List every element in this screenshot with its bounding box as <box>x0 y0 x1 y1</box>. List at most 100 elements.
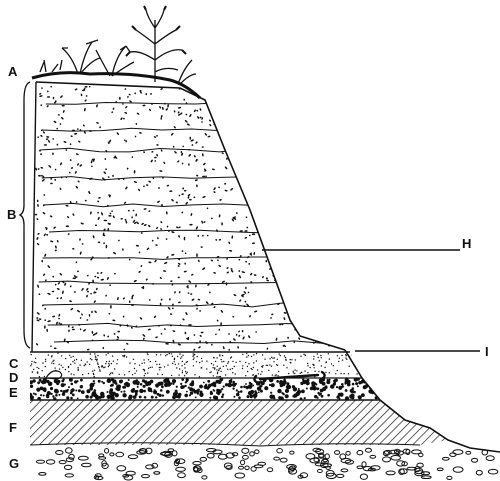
pebble <box>369 454 377 459</box>
sand-dot <box>276 119 279 122</box>
sand-dot <box>239 255 242 258</box>
sand-dot <box>177 111 180 114</box>
fine-sand-dot <box>253 362 255 364</box>
sand-dot <box>249 252 252 255</box>
sand-dot <box>238 275 241 279</box>
gravel-dot <box>116 384 120 389</box>
sand-dot <box>135 325 138 328</box>
sand-dot <box>177 106 182 109</box>
fine-sand-dot <box>178 374 180 376</box>
sand-dot <box>241 271 246 274</box>
sand-dot <box>257 130 261 133</box>
sand-dot <box>224 118 227 120</box>
fine-sand-dot <box>186 361 189 363</box>
gravel-dot <box>143 389 146 393</box>
sand-dot <box>50 85 53 88</box>
sand-dot <box>117 330 121 333</box>
gravel-dot <box>377 386 380 391</box>
sand-dot <box>84 99 87 102</box>
sand-dot <box>154 160 157 162</box>
sand-dot <box>108 214 112 217</box>
sand-dot <box>154 156 157 159</box>
gravel-dot <box>228 379 233 384</box>
gravel-dot <box>279 382 282 385</box>
sand-dot <box>36 199 39 203</box>
fine-sand-dot <box>87 372 90 375</box>
sand-dot <box>253 113 257 116</box>
gravel-dot <box>53 379 58 384</box>
sand-dot <box>291 151 294 154</box>
sand-dot <box>96 122 99 124</box>
sand-dot <box>78 140 81 143</box>
sand-dot <box>95 287 98 291</box>
fine-sand-dot <box>180 357 182 359</box>
sand-dot <box>59 123 62 125</box>
sand-dot <box>308 101 313 104</box>
sand-dot <box>189 113 192 118</box>
sand-dot <box>218 104 222 107</box>
fine-sand-dot <box>185 361 187 363</box>
fine-sand-dot <box>316 353 318 355</box>
sand-dot <box>86 294 88 298</box>
sand-dot <box>205 301 209 305</box>
sand-dot <box>79 317 82 319</box>
fine-sand-dot <box>158 363 161 365</box>
fine-sand-dot <box>116 359 119 361</box>
sand-dot <box>202 234 204 237</box>
sand-dot <box>187 336 190 341</box>
fine-sand-dot <box>118 373 120 375</box>
sand-dot <box>58 317 60 320</box>
sand-dot <box>67 216 70 219</box>
fine-sand-dot <box>253 354 255 356</box>
sand-dot <box>185 312 188 316</box>
sand-dot <box>304 220 307 223</box>
pebble <box>361 461 367 468</box>
sand-dot <box>246 89 249 91</box>
pebble <box>160 451 171 456</box>
fine-sand-dot <box>95 356 97 359</box>
fine-sand-dot <box>229 357 232 359</box>
fine-sand-dot <box>75 358 78 361</box>
sand-dot <box>287 299 290 302</box>
fine-sand-dot <box>320 354 322 357</box>
pebble <box>365 447 372 453</box>
fine-sand-dot <box>38 376 41 378</box>
sand-dot <box>88 130 92 132</box>
fine-sand-dot <box>340 372 342 375</box>
sand-dot <box>185 201 188 205</box>
fine-sand-dot <box>221 361 223 363</box>
sand-dot <box>156 134 158 137</box>
pebble <box>362 466 373 472</box>
fine-sand-dot <box>44 358 47 361</box>
gravel-dot <box>32 379 36 383</box>
sand-dot <box>200 246 203 248</box>
label-c: C <box>9 356 19 371</box>
fine-sand-dot <box>198 376 201 378</box>
fine-sand-dot <box>30 363 33 365</box>
sand-dot <box>76 128 79 130</box>
sand-dot <box>328 182 332 184</box>
sand-dot <box>163 270 167 272</box>
fine-sand-dot <box>146 352 148 354</box>
sand-dot <box>56 240 59 243</box>
fine-sand-dot <box>131 374 134 376</box>
sand-dot <box>296 130 299 133</box>
sand-dot <box>173 126 176 129</box>
fine-sand-dot <box>262 365 264 367</box>
sand-dot <box>166 184 170 187</box>
gravel-dot <box>139 383 143 386</box>
sand-dot <box>109 222 111 225</box>
pebble <box>485 455 495 462</box>
sand-dot <box>273 279 276 282</box>
gravel-dot <box>114 382 118 385</box>
sand-dot <box>143 208 147 210</box>
sand-dot <box>163 161 166 165</box>
sand-dot <box>332 197 335 201</box>
fine-sand-dot <box>235 361 237 363</box>
sand-dot <box>219 198 222 201</box>
sand-dot <box>124 112 128 114</box>
sand-dot <box>238 258 241 261</box>
sand-dot <box>62 280 65 284</box>
sand-dot <box>167 104 169 108</box>
sand-dot <box>63 338 66 342</box>
